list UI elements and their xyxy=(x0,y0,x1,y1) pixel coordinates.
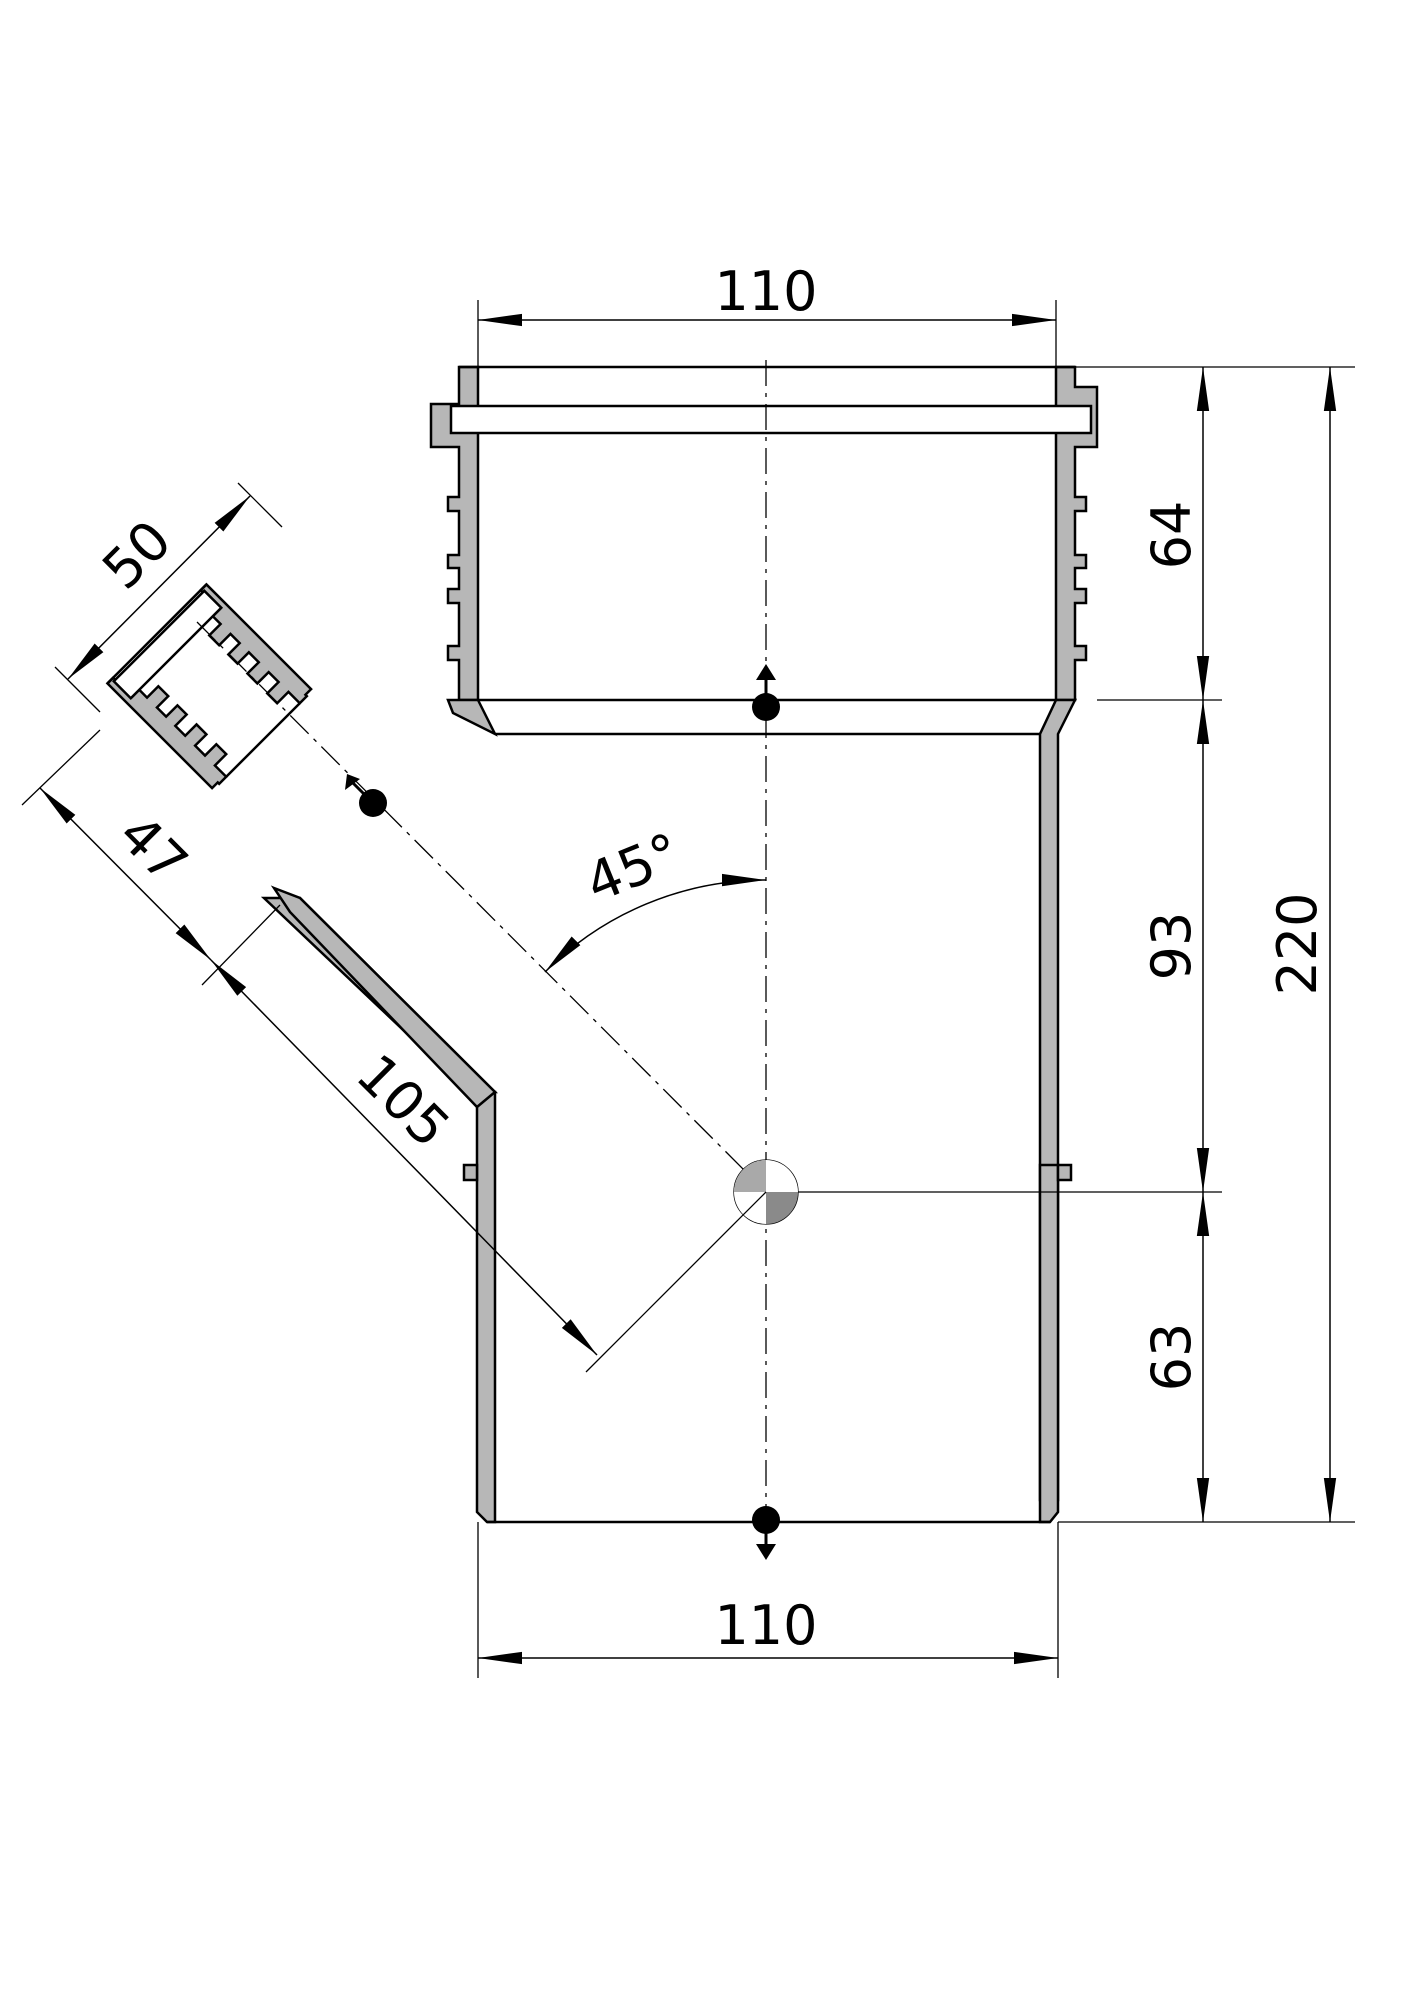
top-seal-ring xyxy=(449,404,1093,435)
dim-top-width: 110 xyxy=(714,260,817,323)
main-left-wall-lower xyxy=(475,1090,497,1524)
dim-branch-diameter: 50 xyxy=(90,508,183,601)
top-socket-left-wall xyxy=(429,365,480,702)
dim-branch-angle: 45° xyxy=(577,821,689,915)
branch-upper-wall xyxy=(446,698,498,737)
dim-middle-length: 93 xyxy=(1140,912,1203,981)
bottom-port-marker xyxy=(752,1506,780,1560)
dim-total-height: 220 xyxy=(1266,892,1329,995)
top-socket-right-wall xyxy=(1054,365,1099,702)
dim-lower-length: 63 xyxy=(1140,1323,1203,1392)
dim-line-branch-diameter xyxy=(67,495,251,680)
dim-arc-branch-angle xyxy=(544,873,767,973)
dim-bottom-width: 110 xyxy=(714,1594,817,1657)
main-pipe-body xyxy=(429,365,1099,1524)
branch-centerline xyxy=(196,621,767,1193)
dim-socket-depth: 64 xyxy=(1140,501,1203,570)
dim-branch-socket-depth: 47 xyxy=(107,802,200,895)
dim-line-branch-length xyxy=(210,959,598,1356)
top-port-marker xyxy=(752,664,780,721)
main-right-wall-lower xyxy=(1038,1163,1060,1524)
branch-port-marker xyxy=(345,774,387,817)
branch-socket xyxy=(105,582,313,790)
dim-line-branch-socket-depth xyxy=(39,787,212,961)
